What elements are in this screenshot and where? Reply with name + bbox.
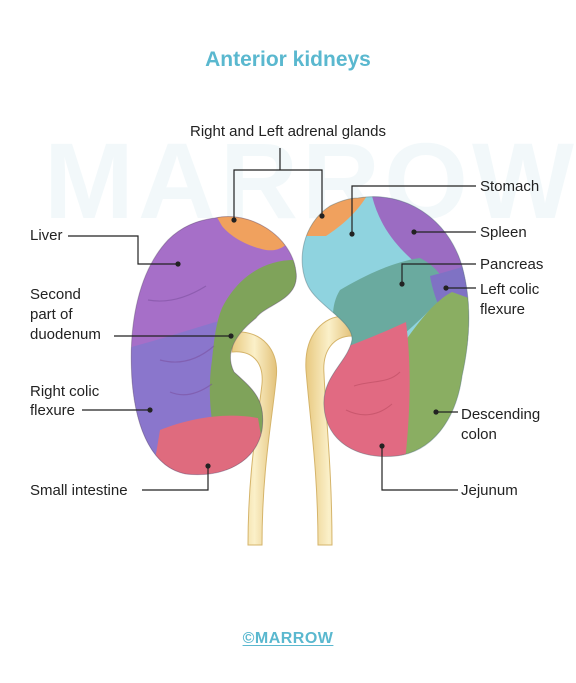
right-kidney (131, 216, 297, 475)
label-duodenum-line2: part of (30, 306, 73, 323)
label-duodenum-line1: Second (30, 286, 81, 303)
label-duodenum-line3: duodenum (30, 326, 101, 343)
label-left-colic-line2: flexure (480, 301, 526, 318)
leader-dots (147, 213, 449, 469)
label-left-colic-line1: Left colic (480, 281, 540, 298)
pancreas-area (332, 258, 448, 353)
label-descending-colon-line1: Descending (461, 406, 541, 423)
right-ureter (231, 331, 278, 546)
label-liver: Liver (30, 227, 63, 244)
label-stomach: Stomach (480, 178, 540, 195)
label-pancreas: Pancreas (480, 256, 544, 273)
label-jejunum: Jejunum (461, 482, 518, 499)
label-small-intestine: Small intestine (30, 482, 128, 499)
label-descending-colon-line2: colon (461, 426, 497, 443)
label-right-colic-line1: Right colic (30, 383, 100, 400)
label-adrenal-glands: Right and Left adrenal glands (190, 123, 386, 140)
label-right-colic-line2: flexure (30, 402, 76, 419)
watermark: MARROW (44, 120, 576, 241)
leader-lines (68, 148, 476, 491)
diagram-title: Anterior kidneys (205, 48, 371, 71)
left-ureter (305, 315, 353, 546)
label-spleen: Spleen (480, 224, 527, 241)
copyright-text: ©MARROW (242, 630, 334, 647)
copyright-logo: ©MARROW (0, 630, 576, 648)
